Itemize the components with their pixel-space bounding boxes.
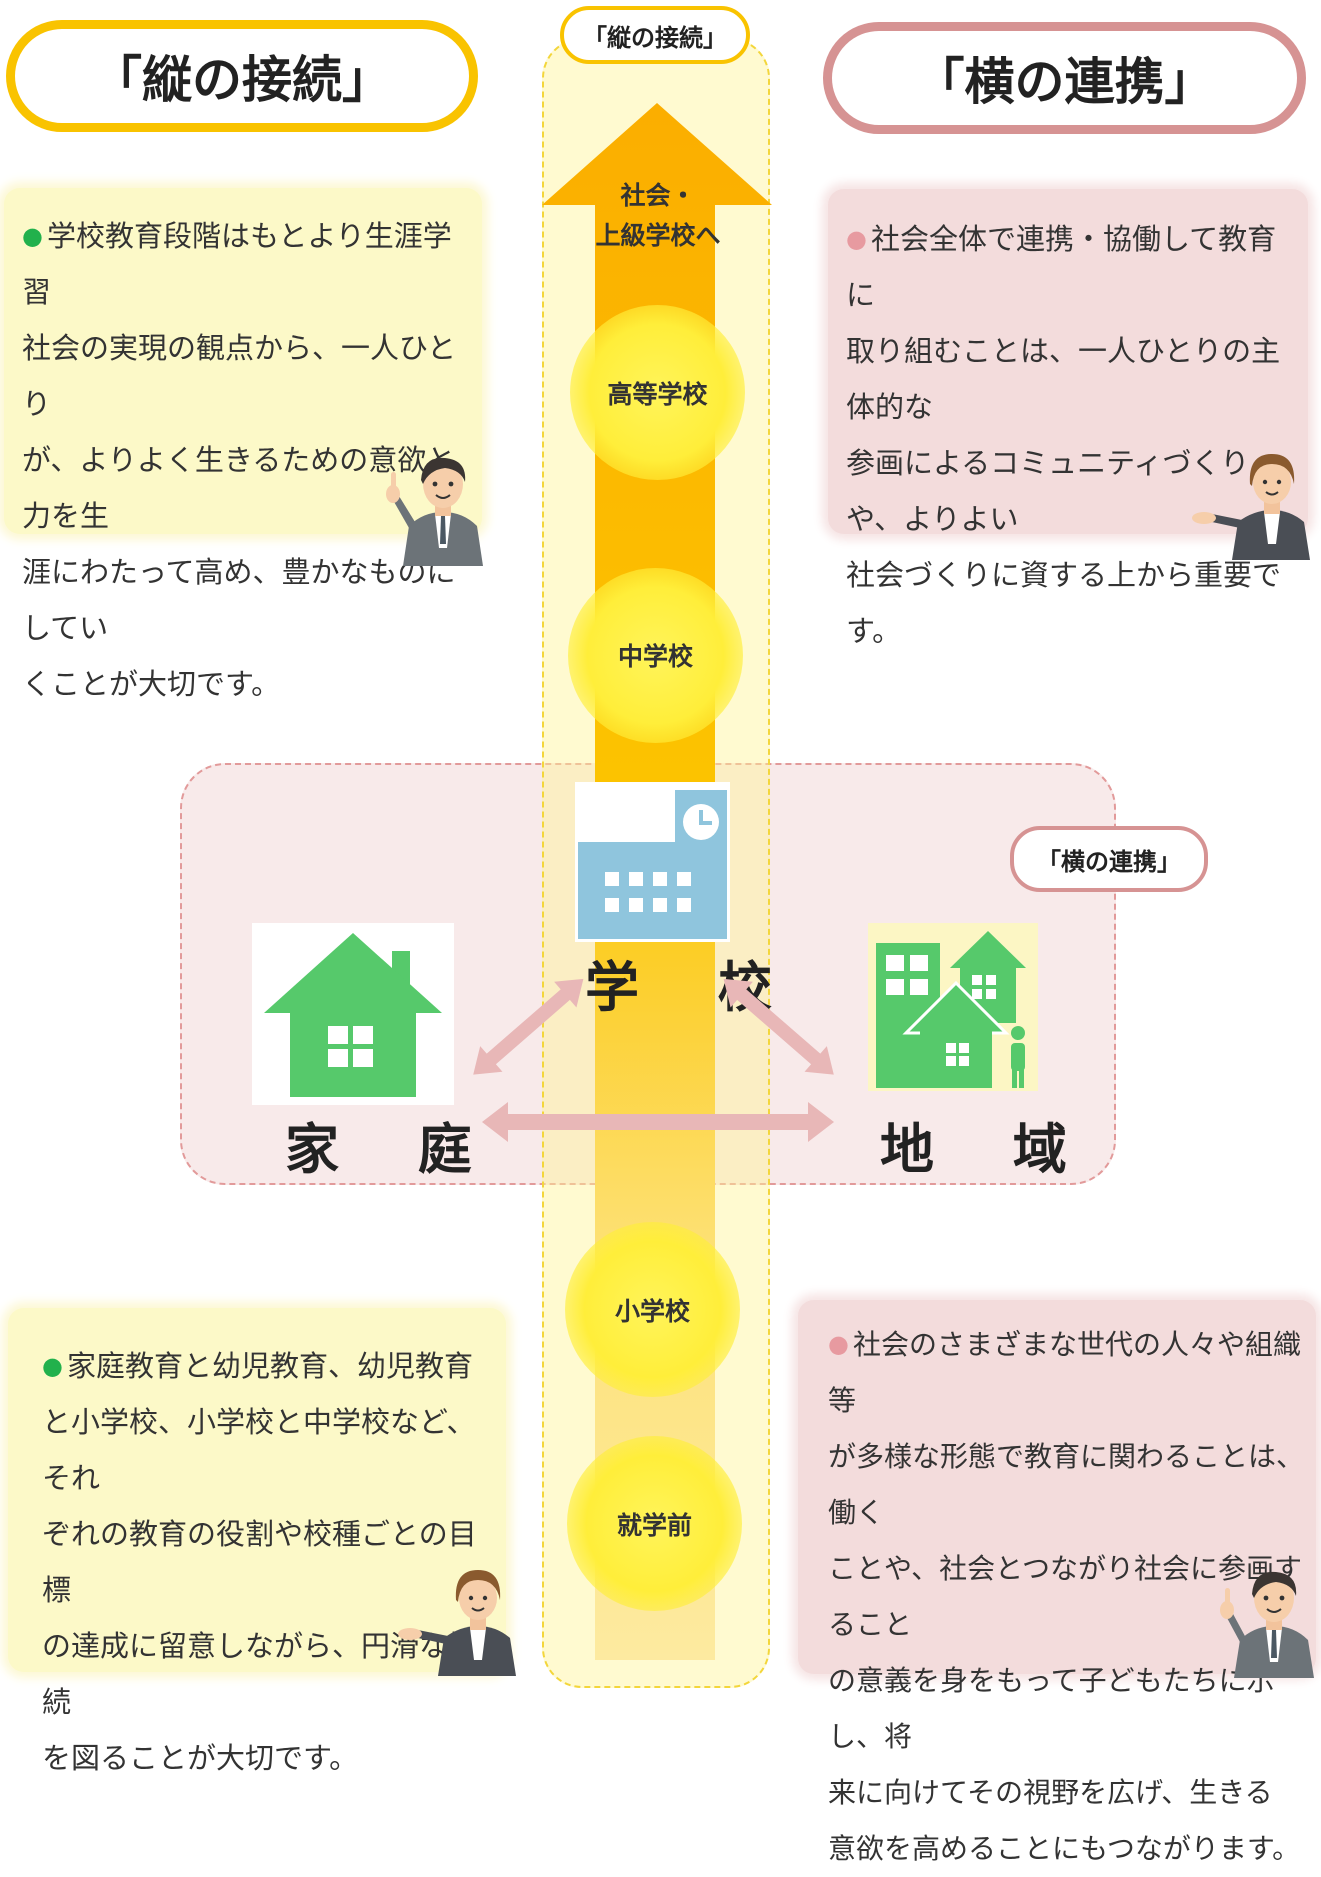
arrow-school-home: [473, 978, 584, 1075]
horizontal-collaboration-label: 「横の連携」: [1010, 826, 1208, 892]
horizontal-collaboration-title: 「横の連携」: [823, 22, 1306, 134]
stage-label-junior-high: 中学校: [617, 642, 693, 671]
vertical-connection-title: 「縦の接続」: [6, 20, 478, 132]
stage-label-high-school: 高等学校: [607, 380, 708, 409]
connector-arrows: [473, 978, 834, 1142]
school-building-icon: [575, 782, 730, 942]
businessman-pointing-icon: [386, 457, 483, 566]
note-vertical-top: ●学校教育段階はもとより生涯学習 社会の実現の観点から、一人ひとり が、よりよく…: [4, 188, 482, 701]
community-buildings-icon: [868, 923, 1038, 1091]
arrow-school-community: [723, 978, 834, 1075]
community-label: 地 域: [880, 1118, 1097, 1181]
stage-circle-preschool: [567, 1436, 742, 1611]
note-horizontal-top: ●社会全体で連携・協働して教育に 取り組むことは、一人ひとりの主体的な 参画によ…: [828, 189, 1308, 648]
stage-label-preschool: 就学前: [616, 1511, 692, 1540]
note-vertical-bottom: ●家庭教育と幼児教育、幼児教育 と小学校、小学校と中学校など、それ ぞれの教育の…: [8, 1308, 506, 1775]
home-label: 家 庭: [285, 1118, 502, 1181]
vertical-connection-label: 「縦の接続」: [560, 6, 750, 64]
house-icon: [252, 923, 454, 1105]
businesswoman-presenting-icon: [1192, 454, 1310, 560]
arrow-home-community: [482, 1102, 834, 1142]
stage-circle-junior-high: [568, 568, 743, 743]
arrow-head-label: 社会・ 上級学校へ: [595, 181, 721, 250]
stage-circle-elementary: [565, 1222, 740, 1397]
businessman-pointing-icon-bottom: [1220, 1571, 1314, 1678]
stage-label-elementary: 小学校: [614, 1297, 690, 1326]
businesswoman-presenting-icon-bottom: [398, 1570, 516, 1676]
stage-circle-high-school: [570, 305, 745, 480]
